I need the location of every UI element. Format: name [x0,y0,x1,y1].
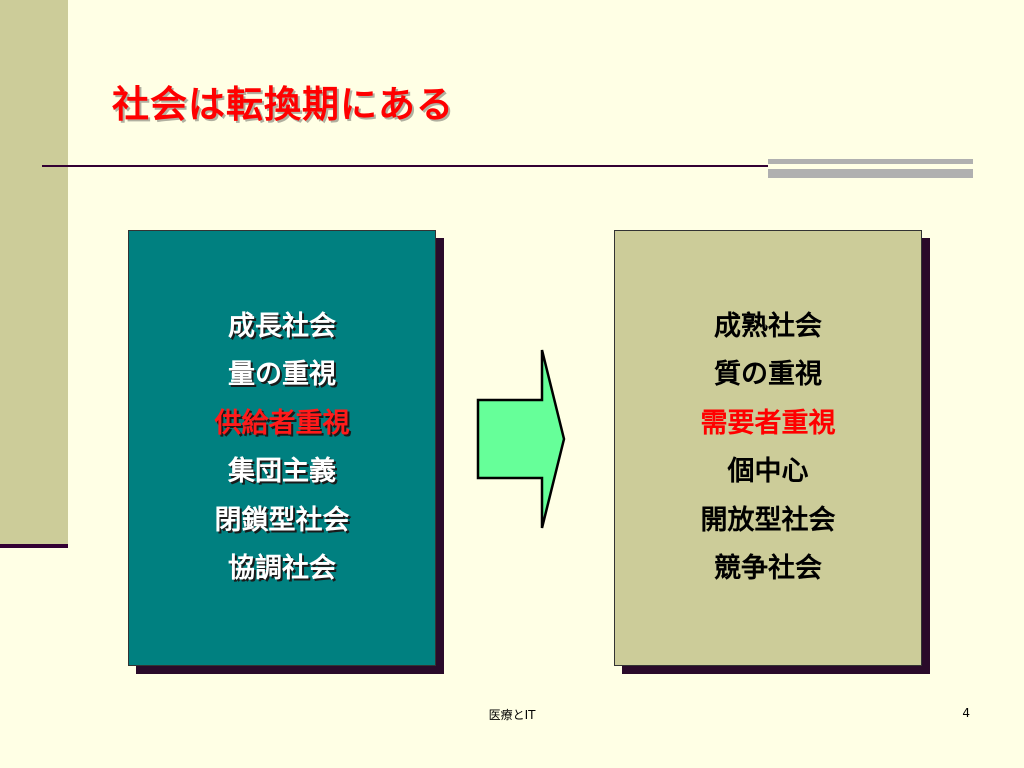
left-box-item: 協調社会 [228,553,336,584]
right-box-item: 質の重視 [714,359,822,390]
left-box: 成長社会 量の重視 供給者重視 集団主義 閉鎖型社会 協調社会 [128,230,436,666]
right-box-item: 競争社会 [714,553,822,584]
right-box: 成熟社会 質の重視 需要者重視 個中心 開放型社会 競争社会 [614,230,922,666]
left-box-item-highlight: 供給者重視 [214,407,350,439]
left-box-item: 量の重視 [228,359,336,390]
right-box-item: 個中心 [727,456,809,487]
left-box-item: 閉鎖型社会 [214,504,350,536]
right-box-item: 開放型社会 [700,504,836,536]
right-box-item: 成熟社会 [714,310,822,342]
left-box-item: 集団主義 [228,456,336,487]
page-number: 4 [962,706,970,720]
right-box-item-highlight: 需要者重視 [700,407,836,439]
title-rule-bar-stripe [768,164,973,169]
slide-footer: 医療とIT [488,708,536,722]
left-box-item: 成長社会 [228,310,336,342]
slide-title: 社会は転換期にある [112,83,454,126]
side-decor-band [0,0,68,546]
title-rule [42,165,782,167]
transition-arrow-icon [476,349,566,529]
side-decor-line [0,544,68,548]
